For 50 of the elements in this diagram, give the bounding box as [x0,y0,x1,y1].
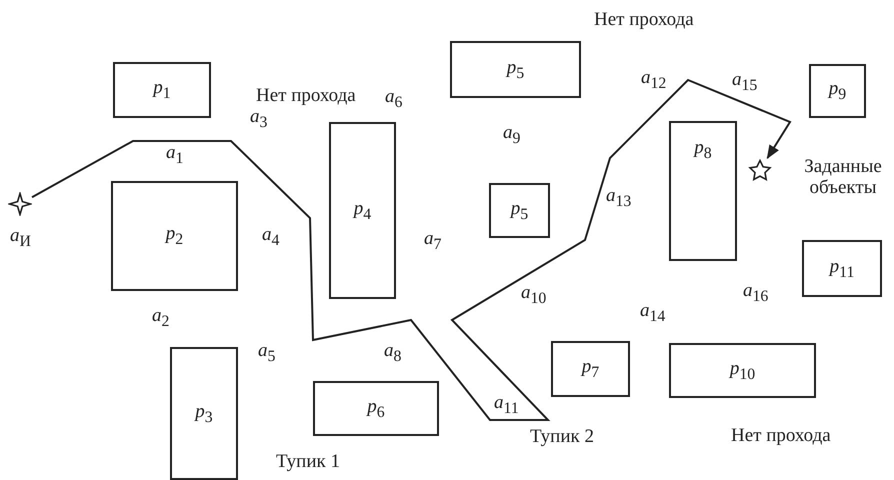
map-label: a$_{6}$ [385,87,402,112]
obstacle-box [313,381,439,436]
obstacle-label: p$_{1}$ [153,77,171,103]
map-label: a$_{2}$ [152,306,170,330]
obstacle-box [329,122,396,299]
map-label: a$_{11}$ [494,393,519,418]
obstacle-box [809,64,866,118]
obstacle-label: p$_{5}$ [506,56,524,82]
map-label: a$_{15}$ [732,70,758,94]
map-label: a$_{10}$ [521,283,546,308]
map-label: Нет прохода [731,426,831,447]
obstacle-box [113,62,211,118]
map-label: Нет прохода [256,86,356,107]
route-arrow [32,78,792,421]
obstacle-box [489,183,550,238]
obstacle-box [450,41,581,98]
obstacle-label: p$_{2}$ [166,223,184,249]
star-icon [748,158,772,182]
obstacle-label: p$_{3}$ [195,400,213,426]
star-icon [8,192,32,216]
map-label: a$_{8}$ [384,341,402,366]
obstacle-box [170,347,238,480]
obstacle-box [802,240,882,297]
map-label: a$_{9}$ [503,123,520,148]
map-label: a$_{14}$ [640,301,666,326]
obstacle-box [111,181,238,291]
target-label: Заданные объекты [803,157,883,199]
obstacle-label: p$_{5}$ [510,198,528,224]
obstacle-label: p$_{10}$ [730,358,756,384]
map-label: a$_{4}$ [262,225,280,250]
obstacle-box [669,343,816,398]
obstacle-label: p$_{9}$ [828,78,846,104]
obstacle-label: p$_{8}$ [694,137,712,163]
obstacle-label: p$_{7}$ [582,356,600,382]
obstacle-label: p$_{4}$ [354,198,372,224]
obstacle-label: p$_{11}$ [830,256,854,282]
map-label: a$_{1}$ [166,143,184,168]
map-label: Нет прохода [594,10,694,31]
start-point-label: a$_{И}$ [10,226,31,250]
map-label: a$_{3}$ [250,107,268,132]
map-label: a$_{12}$ [641,68,666,92]
obstacle-label: p$_{6}$ [367,396,385,422]
map-label: a$_{7}$ [424,229,442,254]
obstacle-box [551,341,630,397]
map-label: Тупик 2 [530,427,594,448]
map-label: a$_{16}$ [743,281,768,306]
map-label: a$_{5}$ [258,341,276,366]
map-label: Тупик 1 [276,452,340,473]
obstacle-box [669,121,737,261]
map-label: a$_{13}$ [606,186,632,210]
